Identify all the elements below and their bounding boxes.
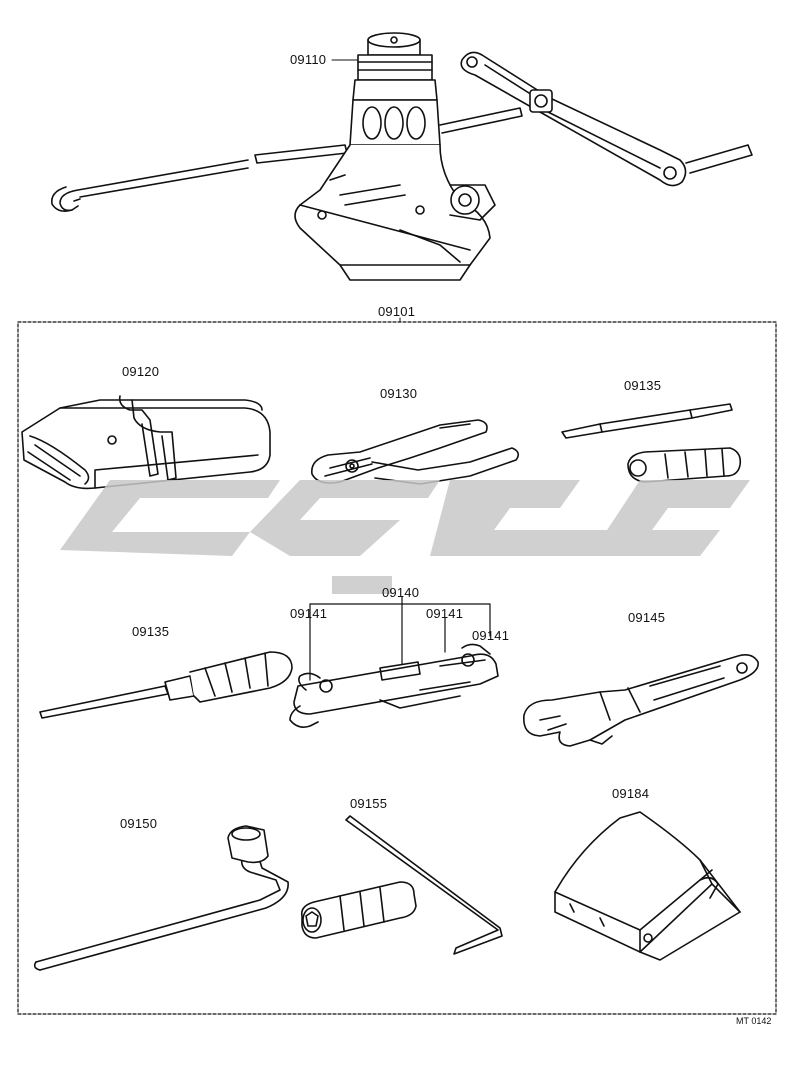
socket — [300, 881, 417, 939]
label-screwdriver-bit: 09135 — [624, 378, 662, 393]
diagram-code: MT 0142 — [736, 1016, 772, 1026]
screwdriver-handle-short — [627, 447, 742, 483]
label-kit: 09101 — [378, 304, 416, 319]
screwdriver — [39, 651, 293, 719]
wrench-set — [289, 643, 499, 728]
label-wrench-b: 09141 — [426, 606, 464, 621]
screwdriver-bit — [561, 403, 733, 439]
label-adjustable-wrench: 09145 — [628, 610, 666, 625]
label-tool-bag: 09120 — [122, 364, 160, 379]
jack-ratchet-handle — [460, 51, 753, 187]
label-wrench-set: 09140 — [382, 585, 420, 600]
label-hex-key: 09155 — [350, 796, 388, 811]
label-wrench-a: 09141 — [290, 606, 328, 621]
label-wrench-c: 09141 — [472, 628, 510, 643]
wheel-chock — [554, 811, 741, 961]
pliers — [311, 419, 520, 485]
jack-handle-hook — [50, 159, 249, 212]
watermark-logo — [60, 480, 750, 594]
lug-wrench — [33, 825, 289, 971]
tool-bag — [21, 395, 271, 490]
label-pliers: 09130 — [380, 386, 418, 401]
label-jack: 09110 — [290, 52, 327, 67]
wrench-set-bracket — [309, 596, 491, 681]
label-wheel-chock: 09184 — [612, 786, 650, 801]
label-lug-wrench: 09150 — [120, 816, 158, 831]
adjustable-wrench — [523, 654, 759, 747]
label-screwdriver: 09135 — [132, 624, 170, 639]
hex-key — [345, 815, 503, 955]
jack-body — [294, 32, 496, 281]
